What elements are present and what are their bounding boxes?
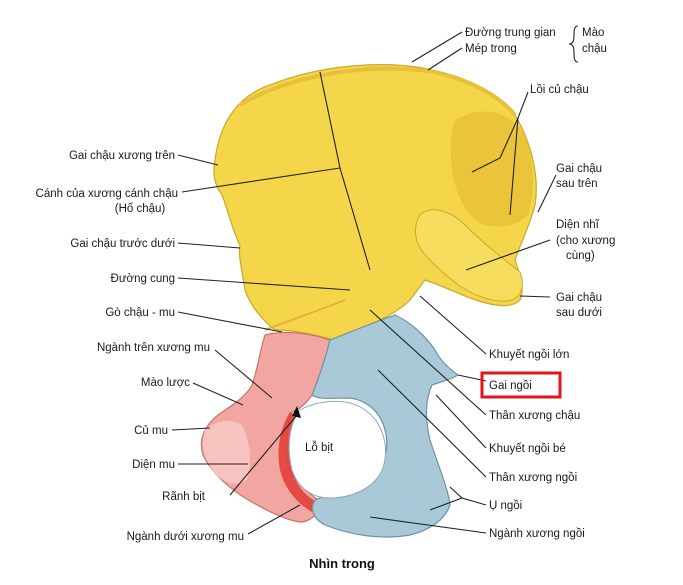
leader-iliac-tuberosity-2 <box>509 117 519 216</box>
symphysis-surface-shape <box>203 420 250 484</box>
label-psis-2: sau trên <box>556 178 598 190</box>
label-ischium-body: Thân xương ngồi <box>489 472 577 484</box>
label-ischial-spine: Gai ngồi <box>489 380 532 392</box>
leader-ischium-body <box>377 369 487 478</box>
leader-ilium-body <box>369 309 487 416</box>
label-iliac-crest-group: Mào <box>582 27 604 39</box>
label-aiis: Gai chậu trước dưới <box>70 238 175 250</box>
leader-ischial-ramus <box>369 516 487 534</box>
label-ilium-body: Thân xương chậu <box>489 410 580 422</box>
leader-intermediate-line <box>411 31 463 63</box>
leader-piis <box>519 295 551 298</box>
label-auricular-1: Diện nhĩ <box>556 219 600 231</box>
label-symphyseal-surface: Diện mu <box>132 459 175 471</box>
label-iliopubic-eminence: Gò chậu - mu <box>105 307 175 319</box>
leader-superior-pubic-ramus <box>214 349 273 399</box>
label-inner-lip: Mép trong <box>465 43 517 55</box>
leader-iliac-tuberosity <box>471 91 529 173</box>
auricular-surface-shape <box>415 209 523 302</box>
highlight-box-ischial-spine <box>480 371 562 399</box>
leader-lesser-notch <box>435 394 487 449</box>
ischium-shape <box>311 314 460 538</box>
label-piis-1: Gai chậu <box>556 292 602 304</box>
obturator-groove-shape <box>278 412 318 512</box>
label-ischial-ramus: Ngành xương ngồi <box>489 528 585 540</box>
label-intermediate-line: Đường trung gian <box>465 27 556 39</box>
leader-inferior-pubic-ramus <box>247 504 301 535</box>
arcuate-line-shape <box>264 299 346 331</box>
iliac-crest-brace <box>568 25 579 63</box>
label-piis-2: sau dưới <box>556 307 602 319</box>
leader-psis <box>537 174 557 213</box>
label-superior-pubic-ramus: Ngành trên xương mu <box>97 342 210 354</box>
leader-ischial-tuberosity-2 <box>429 497 463 511</box>
label-psis-1: Gai chậu <box>556 163 602 175</box>
label-lesser-notch: Khuyết ngồi bé <box>489 443 566 455</box>
leader-pecten <box>192 382 244 406</box>
leader-iliac-wing <box>181 167 341 193</box>
leader-ischial-tuberosity <box>449 486 487 506</box>
caption: Nhìn trong <box>309 556 375 571</box>
label-obturator-groove: Rãnh bịt <box>162 491 206 503</box>
label-iliac-wing-2: (Hố chậu) <box>115 203 166 215</box>
leader-arcuate-line <box>177 277 351 291</box>
obturator-arrow-head <box>292 406 301 418</box>
leader-greater-notch <box>419 295 487 355</box>
label-arcuate-line: Đường cung <box>111 273 175 285</box>
label-auricular-2: (cho xương <box>556 235 615 247</box>
label-ischial-tuberosity: Ụ ngồi <box>489 500 522 512</box>
label-auricular-3: cùng) <box>566 250 595 262</box>
label-iliac-crest-group-2: chậu <box>582 43 607 55</box>
leader-inner-lip <box>427 47 463 71</box>
label-asis: Gai chậu xương trên <box>69 150 175 162</box>
obturator-arrow-line <box>229 414 298 496</box>
iliac-crest-edge <box>238 66 517 117</box>
label-greater-notch: Khuyết ngồi lớn <box>489 349 569 361</box>
leader-auricular <box>465 239 551 271</box>
leader-pubic-tubercle <box>171 427 211 431</box>
leader-aiis <box>177 242 241 249</box>
label-obturator-foramen: Lỗ bịt <box>305 441 334 454</box>
label-pubic-tubercle: Củ mu <box>134 425 168 437</box>
obturator-foramen-shape <box>288 400 386 499</box>
label-inferior-pubic-ramus: Ngành dưới xương mu <box>127 531 244 543</box>
label-iliac-wing-1: Cánh của xương cánh chậu <box>36 188 178 200</box>
label-iliac-tuberosity: Lồi củ chậu <box>530 84 589 96</box>
label-pecten: Mào lược <box>141 377 190 389</box>
iliac-tuberosity-shape <box>450 111 533 227</box>
leader-asis <box>177 154 219 166</box>
leader-iliopubic-eminence <box>177 311 283 333</box>
